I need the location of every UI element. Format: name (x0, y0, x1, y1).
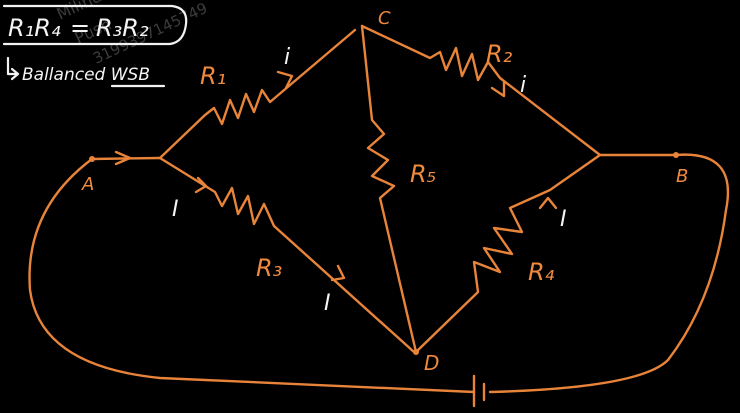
current-r3-start-label: I (172, 197, 179, 222)
arrow-r1 (276, 70, 294, 90)
equation-lhs: R₁R₄ (8, 14, 61, 42)
node-b-label: B (676, 166, 688, 187)
current-r4-label: I (560, 207, 567, 232)
equation-note: Ballanced WSB (22, 65, 150, 85)
branch-r4 (414, 153, 602, 354)
node-b-dot (673, 152, 679, 158)
arrow-r3-end (330, 264, 346, 282)
resistor-r1-label: R₁ (200, 62, 226, 90)
node-labels: A B C D (81, 8, 688, 375)
node-c-label: C (378, 8, 391, 29)
node-d-dot (413, 349, 419, 355)
branch-r5 (360, 24, 418, 354)
resistor-r4-label: R₄ (528, 258, 555, 286)
arrow-r2 (490, 80, 506, 98)
resistor-r2-label: R₂ (486, 40, 513, 68)
node-d-label: D (424, 351, 439, 375)
current-r2-label: i (520, 73, 526, 98)
arrow-a-junction (114, 150, 132, 166)
note-arrow (6, 56, 20, 81)
equation-rhs: R₃R₂ (96, 14, 149, 42)
circuit (28, 24, 730, 408)
current-r3-end-label: I (324, 291, 331, 316)
resistor-labels: R₁ R₂ R₃ R₄ R₅ (200, 40, 555, 286)
node-a-dot (89, 156, 95, 162)
current-r1-label: i (284, 45, 290, 70)
wire-a-return (28, 157, 476, 394)
arrow-r4 (538, 196, 558, 210)
branch-r2 (360, 24, 602, 157)
wire-b-return (488, 153, 730, 394)
branch-r1 (158, 28, 357, 160)
branch-r3 (158, 156, 416, 354)
balance-equation: R₁R₄ = R₃R₂ Ballanced WSB (2, 4, 188, 88)
current-labels: i i I I I (172, 45, 567, 316)
battery (472, 374, 486, 408)
node-a-label: A (81, 174, 94, 195)
resistor-r5-label: R₅ (410, 160, 436, 188)
arrow-r3-start (194, 176, 208, 194)
resistor-r3-label: R₃ (256, 254, 282, 282)
equation-bracket (2, 4, 188, 46)
equation-equals: = (70, 14, 90, 42)
